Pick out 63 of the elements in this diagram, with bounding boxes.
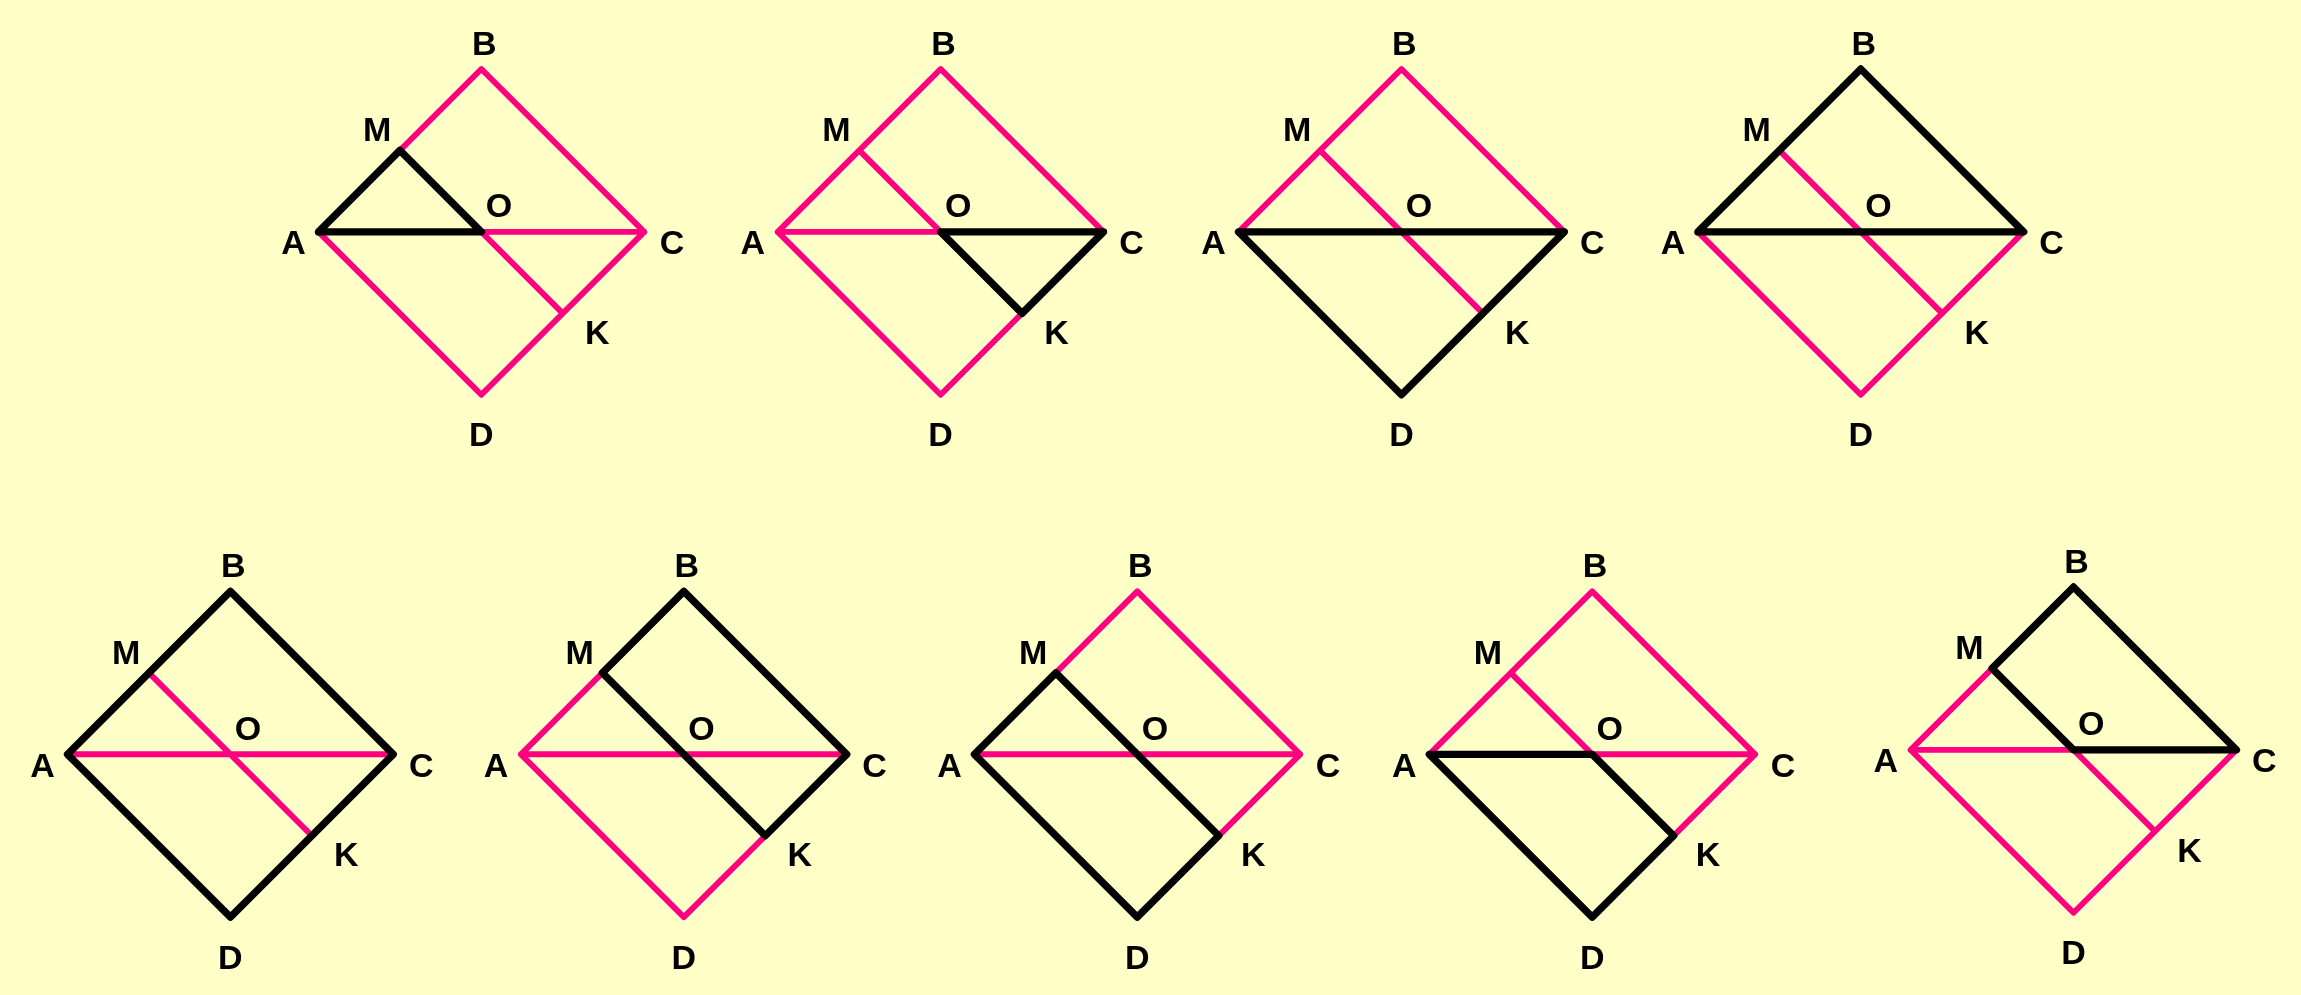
point-label: K xyxy=(584,314,610,349)
point-label: O xyxy=(485,188,513,223)
point-label: K xyxy=(787,837,813,872)
point-label: O xyxy=(2077,706,2105,741)
point-label: D xyxy=(1579,939,1605,974)
point-label: C xyxy=(1770,747,1796,782)
point-label: M xyxy=(822,112,851,147)
point-label: B xyxy=(1582,547,1608,582)
point-label: M xyxy=(565,634,594,669)
point-label: D xyxy=(469,417,494,452)
point-label: A xyxy=(740,225,766,260)
point-label: A xyxy=(281,225,306,260)
point-label: O xyxy=(1405,188,1433,223)
point-label: M xyxy=(1955,630,1984,665)
point-label: K xyxy=(2177,832,2202,867)
point-label: D xyxy=(2061,935,2086,970)
point-label: B xyxy=(221,547,246,582)
point-label: K xyxy=(334,837,359,872)
point-label: A xyxy=(483,747,509,782)
point-label: M xyxy=(1283,112,1312,147)
point-label: M xyxy=(112,634,141,669)
point-label: K xyxy=(1695,837,1721,872)
point-label: M xyxy=(1473,634,1503,669)
point-label: O xyxy=(1865,188,1892,223)
point-label: A xyxy=(1201,225,1226,260)
point-label: O xyxy=(1596,710,1624,745)
point-label: A xyxy=(1392,747,1417,782)
point-label: A xyxy=(1873,743,1898,778)
point-label: A xyxy=(30,747,55,782)
point-label: D xyxy=(218,939,243,974)
point-label: B xyxy=(674,547,700,582)
point-label: C xyxy=(659,225,685,260)
point-label: B xyxy=(1851,25,1876,60)
point-label: O xyxy=(688,710,715,745)
point-label: B xyxy=(1127,547,1153,582)
point-label: C xyxy=(2039,225,2064,260)
point-label: M xyxy=(1018,634,1048,669)
point-label: C xyxy=(2252,743,2277,778)
point-label: C xyxy=(408,747,434,782)
point-label: D xyxy=(1848,417,1874,452)
point-label: B xyxy=(931,25,956,60)
point-label: K xyxy=(1505,314,1530,349)
point-label: C xyxy=(1579,225,1605,260)
point-label: O xyxy=(234,710,262,745)
point-label: K xyxy=(1240,837,1266,872)
point-label: K xyxy=(1964,314,1989,349)
point-label: B xyxy=(472,25,497,60)
point-label: C xyxy=(1119,225,1144,260)
point-label: D xyxy=(1389,417,1414,452)
point-label: O xyxy=(945,188,972,223)
point-label: M xyxy=(1742,112,1771,147)
point-label: D xyxy=(928,417,953,452)
point-label: A xyxy=(937,747,962,782)
point-label: K xyxy=(1044,314,1069,349)
point-label: D xyxy=(1125,939,1150,974)
point-label: C xyxy=(862,747,887,782)
point-label: B xyxy=(1392,25,1417,60)
point-label: A xyxy=(1660,225,1686,260)
point-label: O xyxy=(1141,710,1169,745)
point-label: M xyxy=(363,112,392,147)
point-label: D xyxy=(671,939,697,974)
point-label: C xyxy=(1315,747,1341,782)
point-label: B xyxy=(2064,543,2089,578)
